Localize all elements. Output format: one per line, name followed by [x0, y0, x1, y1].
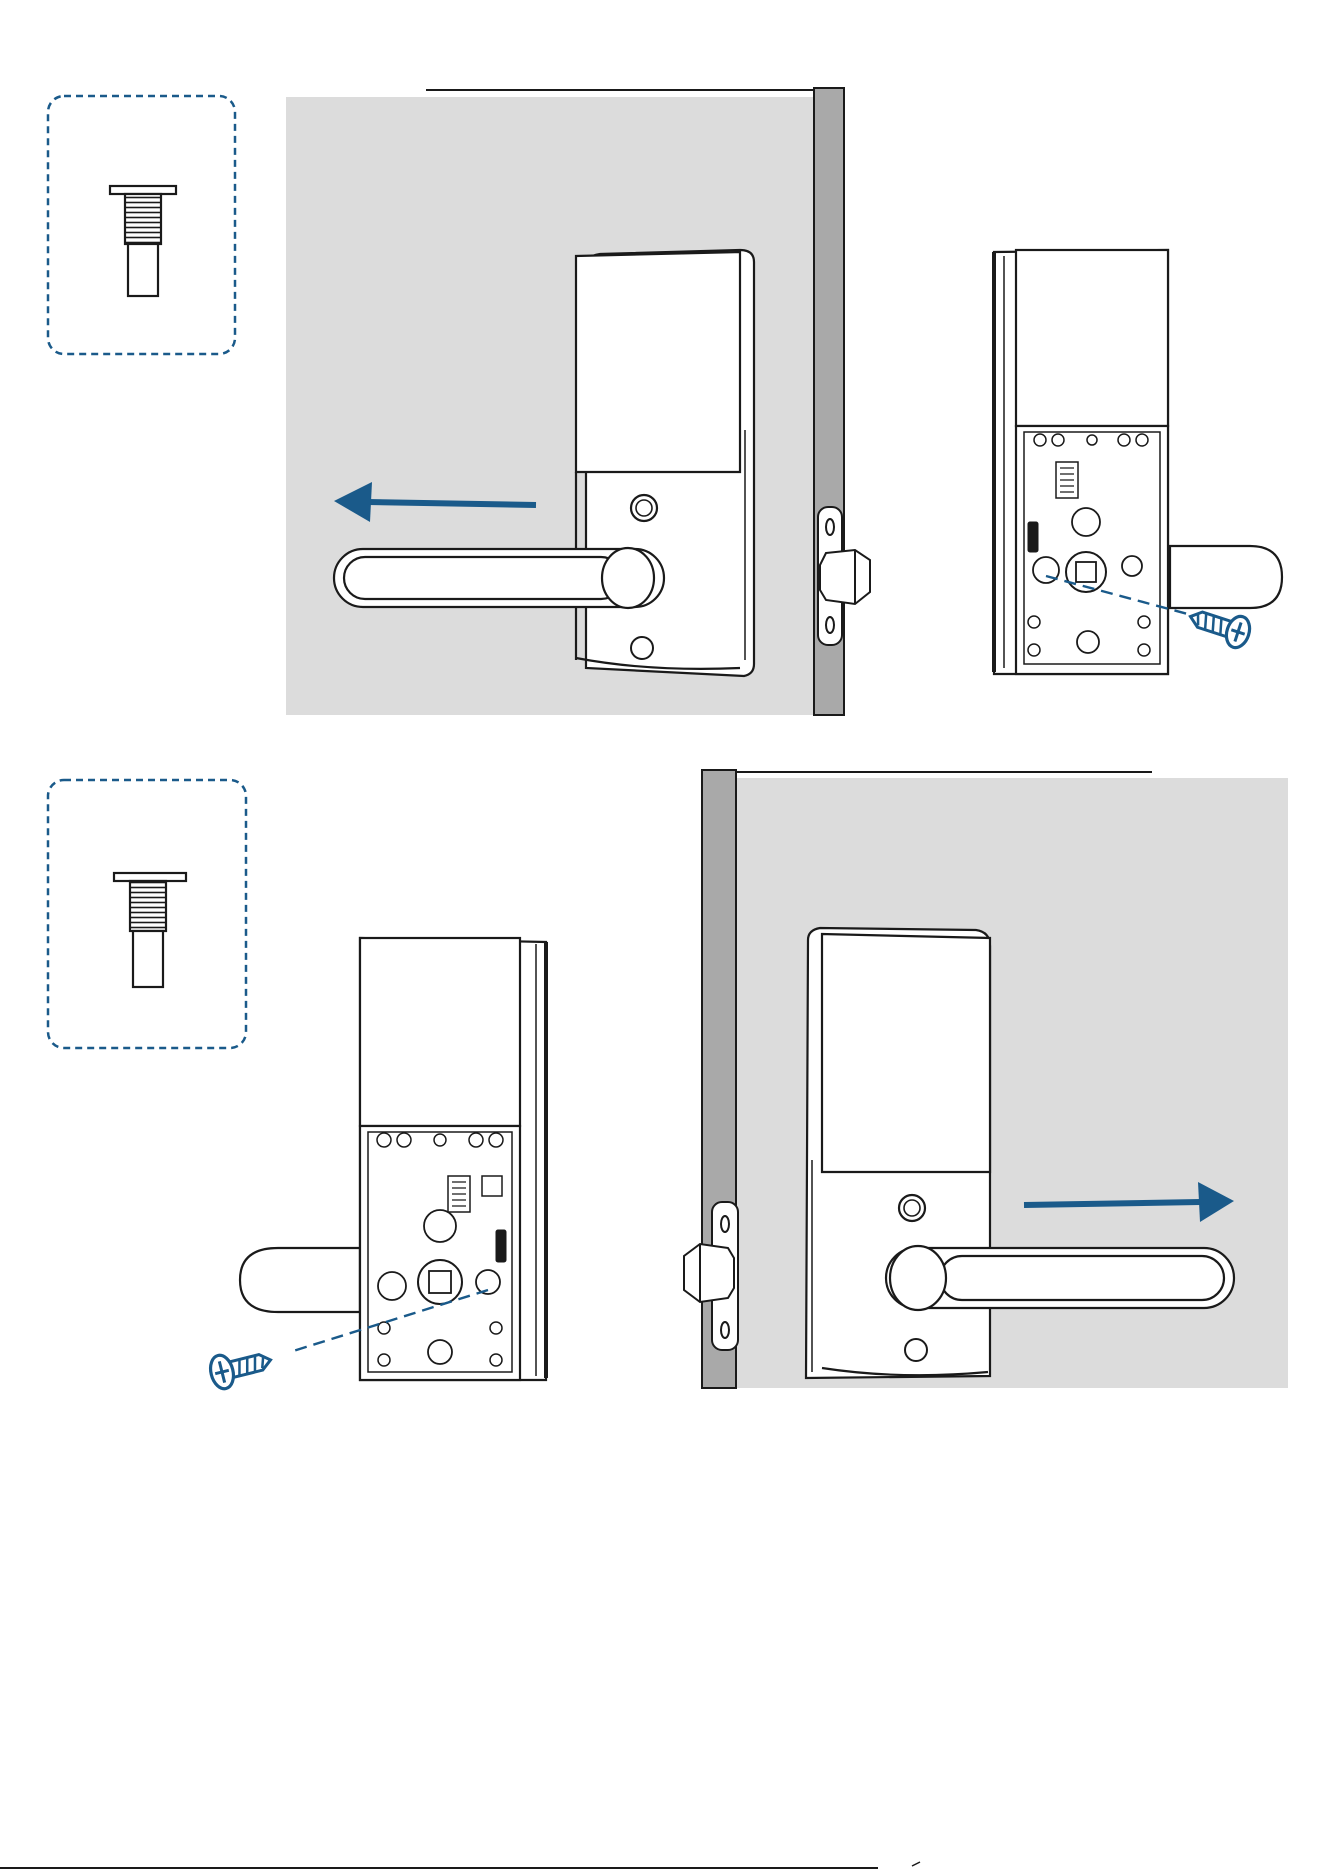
lever-handle: [886, 1246, 1234, 1310]
usb-port: [1028, 522, 1038, 552]
lock-back-view-1: [994, 250, 1282, 674]
door-scene-right: [684, 770, 1288, 1388]
bolt-icon: [110, 186, 176, 296]
bolt-callout-2: [48, 780, 246, 1048]
rear-lever: [240, 1248, 360, 1312]
lock-housing: [994, 250, 1168, 674]
bolt-icon: [114, 873, 186, 987]
phillips-screw-icon: [207, 1343, 274, 1391]
door-scene-left: [286, 88, 870, 715]
bolt-callout-1: [48, 96, 235, 354]
lock-back-view-2: [207, 938, 546, 1391]
rear-lever: [1170, 546, 1282, 608]
usb-port: [496, 1230, 506, 1262]
lever-handle: [334, 548, 664, 608]
keyhole-lower: [631, 637, 653, 659]
lock-body-front: [806, 928, 990, 1378]
lock-housing: [360, 938, 546, 1380]
keyhole-lower: [905, 1339, 927, 1361]
latch-plate: [684, 1202, 738, 1350]
lock-body-front: [576, 250, 754, 676]
